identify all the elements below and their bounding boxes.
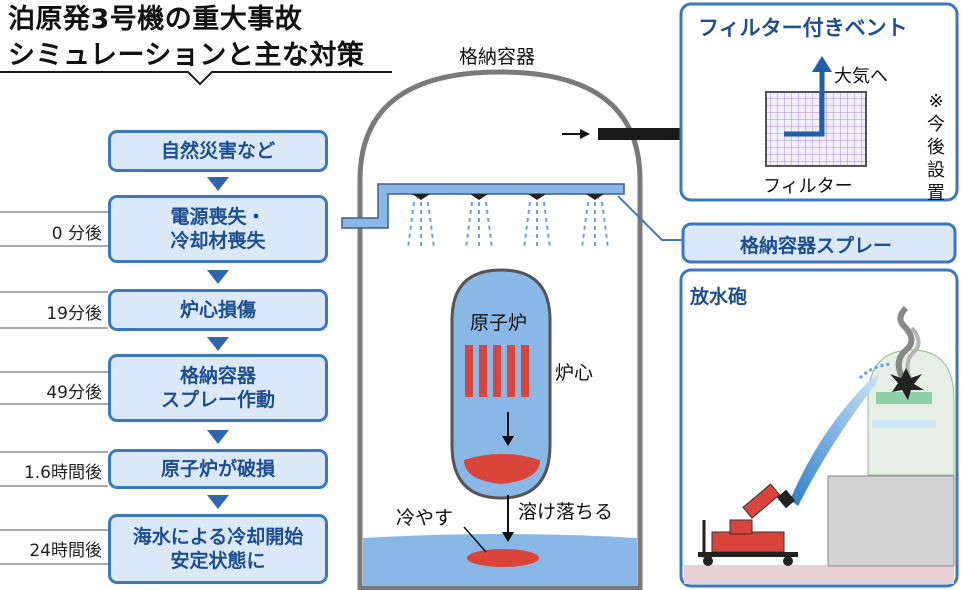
filter-vent-title: フィルター付きベント <box>698 16 908 40</box>
water-jet <box>790 372 880 506</box>
time-label: 0 分後 <box>51 224 102 244</box>
time-label: 24時間後 <box>29 541 102 561</box>
time-guides <box>0 211 108 565</box>
step-seawater-cooling: 海水による冷却開始 安定状態に <box>108 514 328 584</box>
title-underline <box>0 71 392 86</box>
title-line-2: シミュレーションと主な対策 <box>8 40 365 71</box>
cool-label: 冷やす <box>396 507 454 529</box>
step-power-loss: 電源喪失・ 冷却材喪失 <box>108 195 328 263</box>
reactor-label: 原子炉 <box>470 312 528 334</box>
filter-box <box>765 91 867 167</box>
flow-arrow-icon <box>207 177 229 191</box>
melt-label: 溶け落ちる <box>518 501 614 523</box>
core-label: 炉心 <box>555 362 594 384</box>
molten-core <box>464 454 540 484</box>
time-label: 1.6時間後 <box>23 463 102 483</box>
water-cannon-label: 放水砲 <box>690 286 748 308</box>
step-4-line1: 格納容器 <box>179 365 256 387</box>
plant-dome <box>867 349 955 476</box>
melt-pool <box>467 549 539 567</box>
time-label: 19分後 <box>46 304 102 324</box>
flow-arrow-icon <box>207 337 229 351</box>
step-spray-activation: 格納容器 スプレー作動 <box>108 354 328 422</box>
step-5-line1: 原子炉が破損 <box>160 458 275 480</box>
time-label: 49分後 <box>46 383 102 403</box>
step-3-line1: 炉心損傷 <box>179 299 256 321</box>
flow-arrow-icon <box>207 270 229 284</box>
ground <box>684 565 954 584</box>
filter-flow-arrow <box>784 70 825 137</box>
title-line-1: 泊原発3号機の重大事故 <box>8 4 303 35</box>
air-label: 大気へ <box>834 66 888 87</box>
plant-building <box>827 475 955 567</box>
step-2-line2: 冷却材喪失 <box>170 230 266 252</box>
spray-label-box <box>681 222 957 264</box>
step-6-line2: 安定状態に <box>170 550 266 572</box>
spray-label: 格納容器スプレー <box>740 235 893 257</box>
step-1-line1: 自然災害など <box>160 140 275 162</box>
core-rods <box>465 345 529 397</box>
install-note: ※今後設置 <box>927 91 945 204</box>
step-reactor-breach: 原子炉が破損 <box>108 449 328 489</box>
smoke <box>895 305 915 384</box>
step-core-damage: 炉心損傷 <box>108 289 328 331</box>
step-6-line1: 海水による冷却開始 <box>132 526 304 548</box>
water-cannon-truck <box>698 483 798 566</box>
containment-label: 格納容器 <box>459 46 536 68</box>
flow-arrow-icon <box>207 430 229 444</box>
step-4-line2: スプレー作動 <box>160 389 275 411</box>
step-natural-disaster: 自然災害など <box>108 130 328 172</box>
spray-nozzles <box>412 194 604 200</box>
spray-pipe <box>341 183 625 229</box>
impact-star <box>890 368 924 400</box>
step-2-line1: 電源喪失・ <box>170 206 266 228</box>
filter-label: フィルター <box>763 176 853 197</box>
diagram-title: 泊原発3号機の重大事故 シミュレーションと主な対策 <box>8 2 364 74</box>
flow-arrow-icon <box>207 495 229 509</box>
